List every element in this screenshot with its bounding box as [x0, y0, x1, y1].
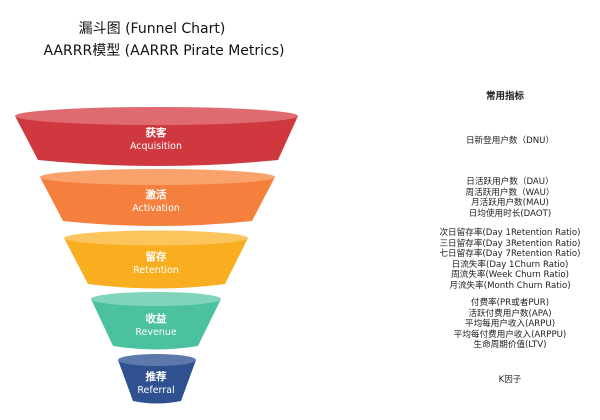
metric-group-acquisition: 日新登用户数（DNU） [420, 136, 600, 147]
stage-label-retention: 留存 Retention [133, 251, 179, 276]
metric-item: 日流失率(Day 1Churn Ratio) [451, 259, 569, 270]
chart-title: 漏斗图 (Funnel Chart) [78, 21, 226, 37]
funnel-stage-referral [118, 354, 196, 404]
metric-item: 月流失率(Month Churn Ratio) [449, 280, 571, 291]
metric-item: 平均每付费用户收入(ARPPU) [453, 329, 567, 340]
metric-item: 周流失率(Week Churn Ratio) [451, 270, 569, 281]
metric-group-referral: K因子 [420, 375, 600, 386]
metric-group-revenue: 付费率(PR或者PUR) 活跃付费用户数(APA) 平均每用户收入(ARPU) … [420, 298, 600, 351]
stage-label-activation: 激活 Activation [132, 189, 180, 214]
funnel-stage-revenue [91, 292, 221, 350]
metric-group-retention: 次日留存率(Day 1Retention Ratio) 三日留存率(Day 3R… [420, 228, 600, 292]
metric-item: 平均每用户收入(ARPU) [464, 319, 556, 330]
metric-item: K因子 [498, 375, 522, 385]
metric-item: 活跃付费用户数(APA) [468, 308, 552, 319]
metric-item: 七日留存率(Day 7Retention Ratio) [439, 249, 581, 260]
metric-item: 日新登用户数（DNU） [465, 136, 555, 146]
metric-item: 日活跃用户数（DAU） [466, 177, 554, 187]
metric-item: 付费率(PR或者PUR) [470, 298, 550, 308]
metric-item: 次日留存率(Day 1Retention Ratio) [439, 228, 581, 238]
stage-label-revenue: 收益 Revenue [135, 313, 177, 338]
funnel-stage-retention [64, 230, 248, 289]
stage-label-referral: 推荐 Referral [137, 371, 175, 396]
metric-item: 生命周期价值(LTV) [473, 340, 547, 351]
funnel-stage-acquisition [15, 107, 298, 166]
metrics-header: 常用指标 [485, 91, 524, 102]
stage-label-acquisition: 获客 Acquisition [129, 127, 183, 152]
metric-item: 三日留存率(Day 3Retention Ratio) [439, 238, 581, 249]
metric-item: 日均使用时长(DAOT) [468, 208, 552, 219]
metric-group-activation: 日活跃用户数（DAU） 周活跃用户数（WAU） 月活跃用户数(MAU) 日均使用… [420, 177, 600, 219]
chart-subtitle: AARRR模型 (AARRR Pirate Metrics) [43, 43, 285, 59]
funnel-stage-activation [40, 169, 275, 226]
funnel-diagram [15, 107, 298, 404]
metric-item: 周活跃用户数（WAU） [465, 187, 555, 198]
metric-item: 月活跃用户数(MAU) [471, 198, 549, 209]
